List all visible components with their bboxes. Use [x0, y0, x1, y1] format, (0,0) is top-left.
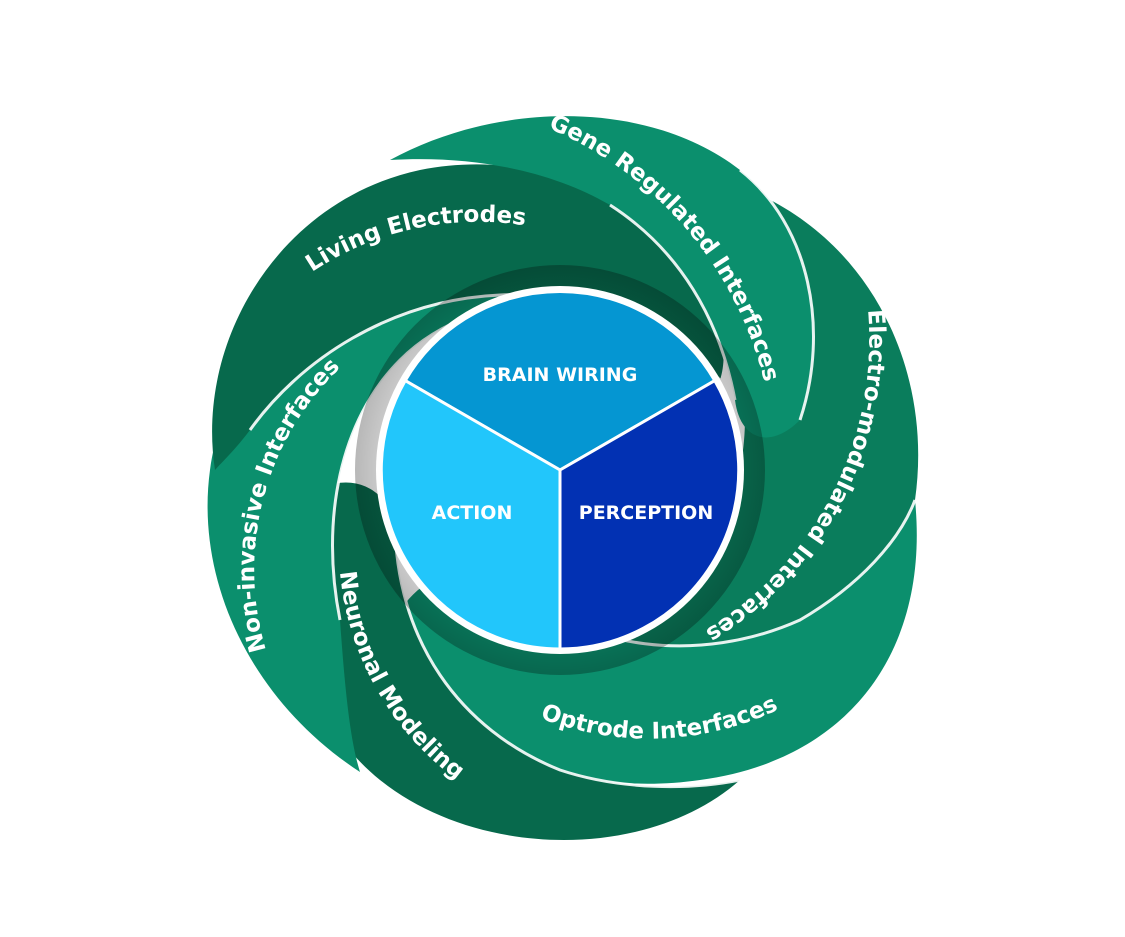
petal-non-invasive-interfaces: [207, 267, 561, 772]
petal-optrode-interfaces: [395, 500, 917, 784]
core-label-perception: PERCEPTION: [579, 502, 713, 524]
petal-gene-regulated-interfaces: [390, 116, 814, 438]
edge-gene-outer: [739, 168, 815, 421]
petal-living-electrodes: [212, 164, 724, 471]
core-segment-perception: [558, 378, 741, 651]
petal-group: [207, 116, 919, 840]
petal-neuronal-modeling: [288, 482, 740, 840]
edge-optrode: [393, 519, 741, 789]
core-label-brain-wiring: BRAIN WIRING: [483, 364, 638, 386]
core-label-action: ACTION: [432, 502, 513, 524]
core-segment-brain-wiring: [403, 289, 717, 472]
core-pie: BRAIN WIRING ACTION PERCEPTION: [376, 286, 744, 654]
core-segment-action: [379, 378, 562, 651]
petal-electro-modulated-interfaces: [547, 180, 919, 681]
